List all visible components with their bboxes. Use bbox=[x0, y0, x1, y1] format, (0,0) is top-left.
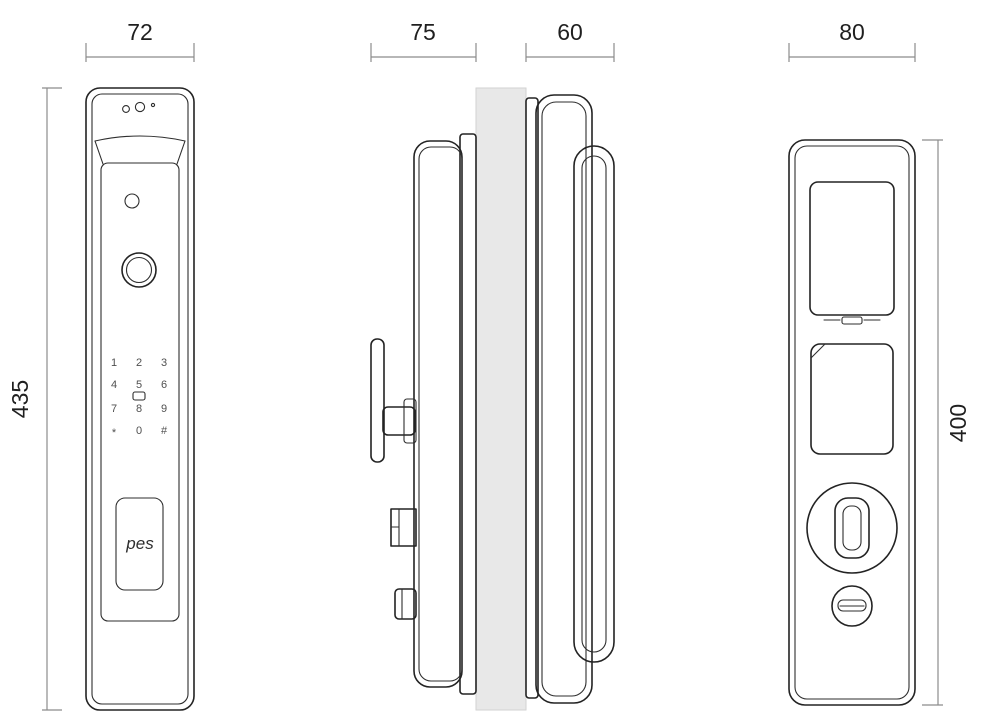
back-view bbox=[788, 139, 916, 706]
front-body-profile-bevel bbox=[418, 146, 463, 682]
dim-label-side-rear-depth: 60 bbox=[557, 19, 583, 45]
clasp-tab bbox=[841, 316, 863, 325]
dim-label-front-height: 435 bbox=[7, 380, 33, 418]
thumbturn-ring bbox=[806, 482, 898, 574]
thumbturn bbox=[806, 482, 898, 574]
keypad-key: 6 bbox=[161, 379, 167, 391]
keypad-key: * bbox=[112, 427, 117, 439]
right-bevel-line bbox=[176, 140, 186, 165]
back-body-bevel bbox=[794, 145, 910, 700]
side-front-assembly bbox=[370, 133, 477, 695]
keypad-key: 4 bbox=[111, 379, 117, 391]
card-reader-icon bbox=[132, 391, 146, 401]
sensor-cluster bbox=[94, 101, 186, 165]
door-slab bbox=[475, 87, 527, 711]
dim-front-height: 435 bbox=[7, 87, 62, 711]
dim-label-side-front-depth: 75 bbox=[410, 19, 436, 45]
front-body-outline bbox=[85, 87, 195, 711]
front-body-bevel bbox=[91, 93, 189, 705]
front-handle-bar bbox=[370, 338, 385, 463]
rear-pull-handle bbox=[573, 145, 615, 663]
thumbturn-knob-inner bbox=[842, 505, 862, 551]
side-rear-assembly bbox=[525, 94, 615, 704]
dim-back-width: 80 bbox=[788, 19, 916, 62]
rear-pull-handle-inner bbox=[581, 155, 607, 653]
deadbolt bbox=[394, 588, 417, 620]
front-mounting-plate bbox=[459, 133, 477, 695]
keypad-key: 1 bbox=[111, 357, 117, 369]
rear-mounting-plate bbox=[525, 97, 539, 699]
dim-front-width: 72 bbox=[85, 19, 195, 62]
key-slot bbox=[837, 599, 867, 612]
fingerprint-sensor-icon bbox=[121, 252, 157, 288]
back-body-outline bbox=[788, 139, 916, 706]
proximity-sensor-icon bbox=[122, 105, 130, 113]
brand-logo: pes bbox=[125, 534, 154, 553]
battery-cover bbox=[810, 343, 894, 455]
keypad-key: 0 bbox=[136, 425, 142, 437]
keypad-key: # bbox=[161, 425, 168, 437]
rear-body-profile bbox=[535, 94, 593, 704]
keypad-key: 5 bbox=[136, 379, 142, 391]
key-cylinder bbox=[831, 585, 873, 627]
dim-side-front-depth: 75 bbox=[370, 19, 477, 62]
dim-back-height: 400 bbox=[922, 139, 971, 706]
thumbturn-knob bbox=[834, 497, 870, 559]
keypad-key: 8 bbox=[136, 403, 142, 415]
left-bevel-line bbox=[94, 140, 104, 165]
camera-lens-icon bbox=[124, 193, 140, 209]
keypad-key: 2 bbox=[136, 357, 142, 369]
indicator-dot-icon bbox=[150, 102, 156, 108]
keypad-key: 3 bbox=[161, 357, 167, 369]
key-cylinder-ring bbox=[831, 585, 873, 627]
logo-plate bbox=[115, 497, 164, 591]
battery-cover-chamfer bbox=[810, 343, 826, 359]
fingerprint-sensor-inner bbox=[125, 256, 153, 284]
front-handle-mount bbox=[403, 398, 417, 444]
dim-side-rear-depth: 60 bbox=[525, 19, 615, 62]
cover-clasp bbox=[823, 316, 881, 325]
side-view bbox=[370, 87, 615, 711]
top-bevel-arc bbox=[94, 135, 186, 142]
dim-label-back-height: 400 bbox=[945, 404, 971, 442]
rear-body-profile-bevel bbox=[541, 101, 587, 697]
dim-label-front-width: 72 bbox=[127, 19, 153, 45]
keypad: 1 2 3 4 5 6 7 8 9 * 0 # bbox=[111, 357, 168, 439]
front-view: 1 2 3 4 5 6 7 8 9 * 0 # pes bbox=[85, 87, 195, 711]
keypad-key: 7 bbox=[111, 403, 117, 415]
front-handle bbox=[370, 338, 417, 463]
front-body-profile bbox=[413, 140, 463, 688]
doorbell-camera-icon bbox=[134, 101, 146, 113]
dim-label-back-width: 80 bbox=[839, 19, 865, 45]
keypad-key: 9 bbox=[161, 403, 167, 415]
front-touch-panel bbox=[100, 162, 180, 622]
latch-bolts bbox=[390, 508, 417, 620]
front-handle-stem bbox=[382, 406, 416, 436]
back-top-cover bbox=[809, 181, 895, 316]
